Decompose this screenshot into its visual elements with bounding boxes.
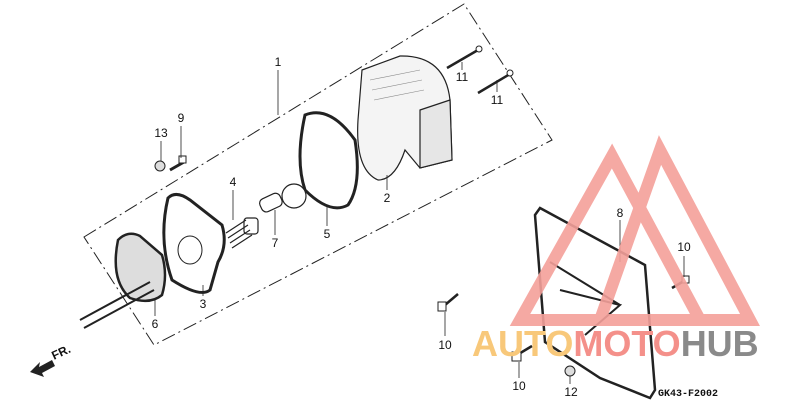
drawing-code: GK43-F2002 — [658, 389, 718, 400]
assembly-boundary — [83, 3, 553, 346]
part-label-p10c: 10 — [677, 240, 691, 254]
front-direction-arrow: FR. — [30, 342, 73, 377]
part-label-p7: 7 — [272, 236, 279, 250]
watermark-hub: HUB — [681, 323, 759, 364]
part-label-p1: 1 — [275, 55, 282, 69]
base-part-6 — [79, 232, 167, 329]
part-label-p10b: 10 — [512, 379, 526, 393]
bolt-part-10b — [511, 344, 533, 362]
washer-part-13 — [154, 160, 166, 172]
lens-part-2 — [357, 55, 453, 181]
screw-part-9 — [169, 155, 187, 172]
watermark-logo — [509, 135, 760, 326]
part-label-p6: 6 — [152, 317, 159, 331]
part-label-p11b: 11 — [491, 93, 504, 107]
license-bracket-part-8 — [533, 206, 657, 400]
watermark-text: AUTOMOTOHUB — [472, 323, 759, 364]
case-part-3 — [162, 193, 226, 294]
screw-part-11b — [477, 69, 514, 95]
direction-label: FR. — [49, 342, 72, 363]
part-label-p4: 4 — [230, 175, 237, 189]
part-label-p2: 2 — [384, 191, 391, 205]
part-label-p9: 9 — [178, 111, 185, 125]
part-label-p12: 12 — [564, 385, 578, 399]
bolt-part-10a — [437, 293, 459, 312]
part-label-p11a: 11 — [456, 70, 469, 84]
part-label-p10a: 10 — [438, 338, 452, 352]
watermark-moto: MOTO — [573, 323, 680, 364]
part-label-p3: 3 — [200, 297, 207, 311]
nut-part-12 — [564, 365, 576, 377]
bulb-part-7 — [259, 183, 307, 213]
leader-lines — [154, 62, 685, 384]
watermark-triangle-right — [591, 135, 760, 326]
arrow-left-icon — [30, 360, 55, 377]
part-label-p5: 5 — [324, 227, 331, 241]
socket-part-4 — [225, 217, 259, 249]
watermark-auto: AUTO — [472, 323, 573, 364]
gasket-part-5 — [298, 111, 359, 210]
socket-hole — [177, 235, 203, 265]
part-label-p8: 8 — [617, 206, 624, 220]
part-label-p13: 13 — [154, 126, 168, 140]
screw-part-11a — [446, 45, 483, 70]
